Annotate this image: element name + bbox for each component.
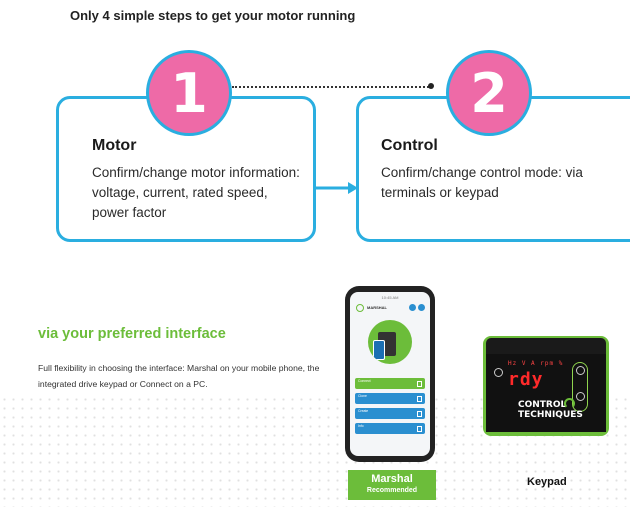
marshal-name: Marshal xyxy=(371,473,413,485)
mobile-phone-icon xyxy=(373,340,385,360)
step-body-motor: Confirm/change motor information: voltag… xyxy=(92,165,300,220)
phone-brand: MARSHAL xyxy=(367,305,387,310)
keypad-face: Hz V A rpm % rdy CONTROL TECHNIQUES xyxy=(486,354,606,432)
dotted-connector-line xyxy=(232,86,432,88)
keypad-button-icon xyxy=(494,368,503,377)
connector-dot xyxy=(428,83,434,89)
help-icon xyxy=(409,304,416,311)
step-title-control: Control xyxy=(381,137,438,154)
keypad-display: Hz V A rpm % rdy xyxy=(508,360,568,400)
marshal-recommended: Recommended xyxy=(366,487,418,494)
step-number-badge-2: 2 xyxy=(446,50,532,136)
phone-hero-image xyxy=(368,320,412,364)
arrow-right-icon xyxy=(316,182,358,194)
keypad-display-units: Hz V A rpm % xyxy=(508,360,564,367)
document-icon xyxy=(417,410,422,417)
phone-screen: 10:45 AM MARSHAL Connect Clone Create In… xyxy=(350,292,430,456)
keypad-up-icon xyxy=(575,366,585,375)
phone-menu-info: Info xyxy=(355,423,425,434)
keypad-nav-icon xyxy=(572,362,588,412)
phone-menu-clone: Clone xyxy=(355,393,425,404)
step-title-motor: Motor xyxy=(92,137,137,154)
marshal-label-box: Marshal Recommended xyxy=(348,470,436,500)
keypad-display-value: rdy xyxy=(508,369,544,390)
step-number-badge-1: 1 xyxy=(146,50,232,136)
copy-icon xyxy=(417,395,422,402)
settings-icon xyxy=(418,304,425,311)
interface-description: Full flexibility in choosing the interfa… xyxy=(38,363,320,389)
keypad-label: Keypad xyxy=(527,476,567,488)
phone-menu-create: Create xyxy=(355,408,425,419)
marshal-logo-icon xyxy=(356,304,364,312)
phone-status-bar: 10:45 AM xyxy=(381,295,399,300)
keypad-device-image: Hz V A rpm % rdy CONTROL TECHNIQUES xyxy=(483,336,609,436)
page-headline: Only 4 simple steps to get your motor ru… xyxy=(70,8,356,23)
keypad-top-strip xyxy=(486,338,606,354)
folder-icon xyxy=(417,425,422,432)
keypad-brand: CONTROL TECHNIQUES xyxy=(518,400,583,420)
phone-menu-connect: Connect xyxy=(355,378,425,389)
connect-icon xyxy=(417,380,422,387)
step-body-control: Confirm/change control mode: via termina… xyxy=(381,165,583,200)
keypad-down-icon xyxy=(575,392,585,401)
marshal-phone-image: 10:45 AM MARSHAL Connect Clone Create In… xyxy=(345,286,435,462)
brand-logo-icon xyxy=(564,398,575,409)
interface-heading: via your preferred interface xyxy=(38,326,226,342)
